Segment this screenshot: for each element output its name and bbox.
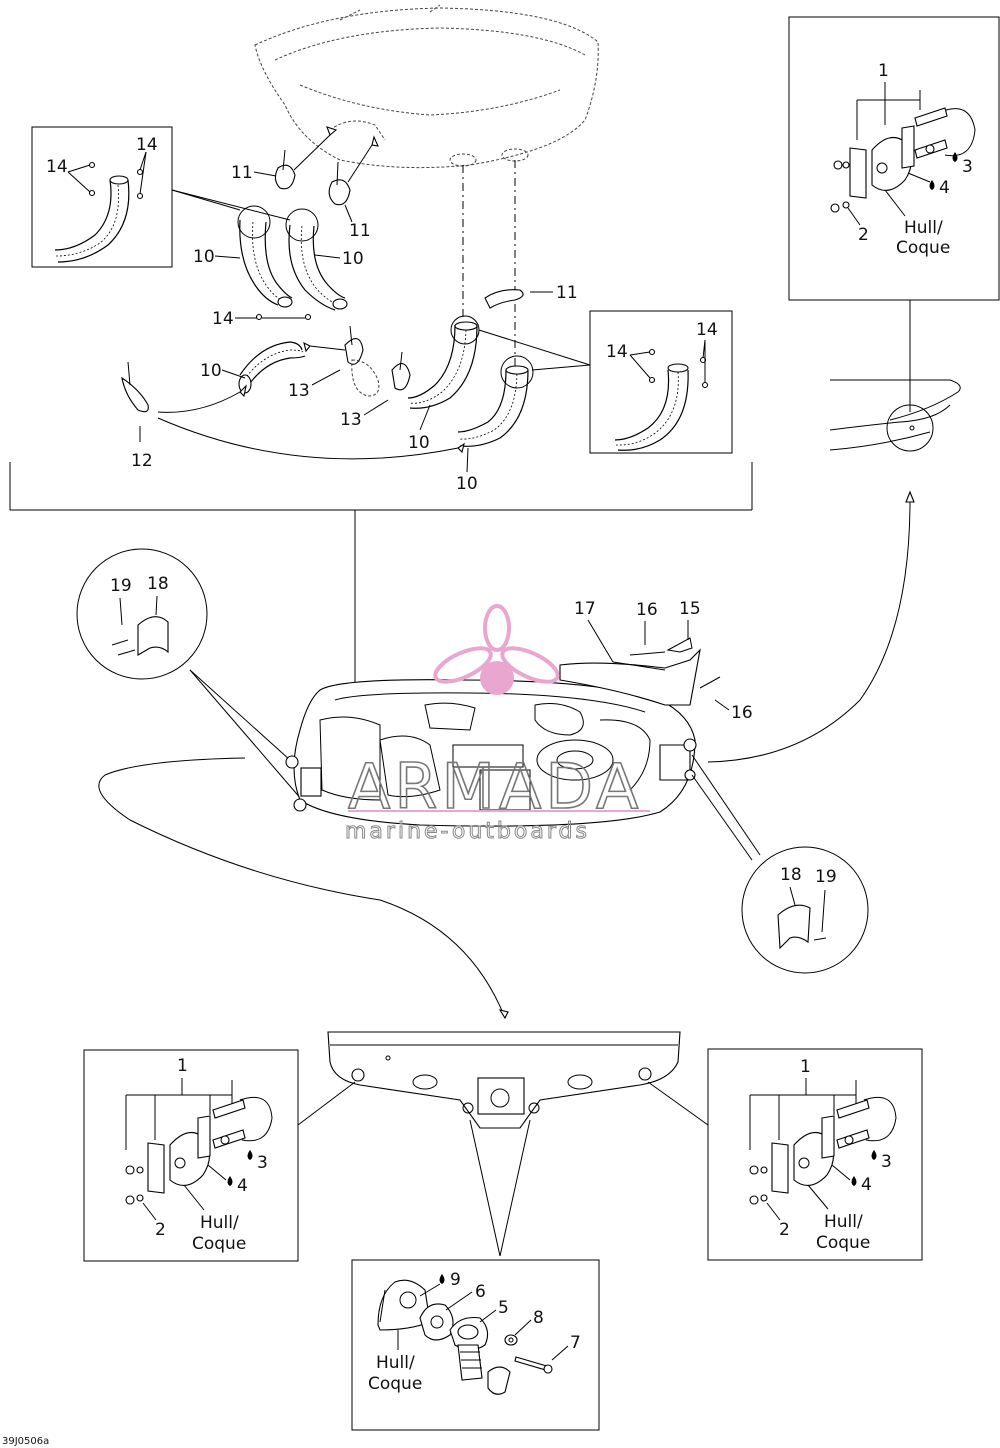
label-10-lower-right: 10	[456, 474, 478, 494]
deck-assembly	[285, 679, 697, 827]
label-16-top: 16	[636, 600, 658, 620]
label-3-tr: 3	[962, 157, 973, 177]
oil-drop-icon	[952, 152, 958, 162]
label-hull-drain: Hull/	[376, 1353, 415, 1373]
label-6: 6	[475, 1282, 486, 1302]
label-18-right: 18	[780, 865, 802, 885]
figure-code: 39J0506a	[2, 1436, 49, 1447]
curve-to-hull-side	[707, 499, 911, 763]
label-18-left: 18	[147, 574, 169, 594]
label-4-br: 4	[861, 1175, 872, 1195]
label-10-lower-mid: 10	[408, 433, 430, 453]
label-19-left: 19	[110, 576, 132, 596]
watermark: ARMADA marine-outboards	[345, 604, 650, 845]
ubolt-detail-box-top-right: 1 2 3 4 Hull/ Coque	[788, 16, 1000, 301]
label-13-lower: 13	[340, 410, 362, 430]
label-hull-br: Hull/	[824, 1212, 863, 1232]
left-detail-circle: 19 18	[76, 548, 303, 801]
ubolt-detail-box-bottom-left: 1 2 3 4 Hull/ Coque	[83, 1049, 299, 1262]
clamp-12: 12	[121, 361, 465, 471]
label-14-right-box-a: 14	[606, 342, 628, 362]
label-11-mid: 11	[349, 221, 371, 241]
lower-hoses: 10 13 13 10 10	[200, 315, 591, 494]
label-5: 5	[498, 1298, 509, 1318]
oil-drop-icon	[929, 180, 935, 190]
label-14-top-box-b: 14	[136, 135, 158, 155]
label-16-bottom: 16	[731, 703, 753, 723]
label-14-upper: 14	[212, 309, 234, 329]
label-coque-bl: Coque	[192, 1234, 246, 1254]
logo-mark-icon	[480, 661, 514, 695]
label-7: 7	[570, 1333, 581, 1353]
label-14-top-box-a: 14	[46, 157, 68, 177]
clamp-11-right: 11	[484, 283, 578, 309]
drain-plug-detail-box: 9 6 5 8 7 Hull/ Coque	[351, 1259, 600, 1431]
oil-drop-icon	[851, 1176, 857, 1186]
watermark-tagline: marine-outboards	[345, 819, 590, 844]
ubolt-detail-box-bottom-right: 1 2 3 4 Hull/ Coque	[707, 1048, 923, 1261]
label-hull-tr: Hull/	[904, 218, 943, 238]
label-10-lower-left: 10	[200, 361, 222, 381]
label-1-bl: 1	[177, 1056, 188, 1076]
curve-to-hull-front	[98, 757, 506, 1019]
oil-drop-icon	[247, 1150, 253, 1160]
label-11-right: 11	[556, 283, 578, 303]
hose-detail-box-right: 14 14	[589, 310, 733, 454]
label-11-left: 11	[231, 163, 253, 183]
label-1-tr: 1	[878, 61, 889, 81]
label-12: 12	[131, 451, 153, 471]
hose-detail-box-left: 14 14	[31, 126, 291, 268]
label-10-upper-left: 10	[193, 247, 215, 267]
label-coque-br: Coque	[816, 1233, 870, 1253]
label-3-br: 3	[881, 1152, 892, 1172]
label-10-upper-right: 10	[342, 249, 364, 269]
label-coque-drain: Coque	[368, 1374, 422, 1394]
oil-drop-icon	[227, 1176, 233, 1186]
label-1-br: 1	[800, 1057, 811, 1077]
label-2-bl: 2	[155, 1220, 166, 1240]
label-4-tr: 4	[939, 178, 950, 198]
label-hull-bl: Hull/	[200, 1213, 239, 1233]
label-4-bl: 4	[237, 1176, 248, 1196]
label-coque-tr: Coque	[896, 238, 950, 258]
label-2-tr: 2	[858, 225, 869, 245]
hull-side-sketch	[829, 379, 961, 452]
label-19-right: 19	[815, 867, 837, 887]
right-detail-circle: 18 19	[691, 754, 869, 974]
watermark-brand: ARMADA	[348, 750, 642, 823]
oil-drop-icon	[439, 1274, 445, 1284]
hull-front-view	[297, 1031, 709, 1257]
clamps-11-top: 11 11	[231, 126, 379, 241]
label-15: 15	[679, 599, 701, 619]
label-2-br: 2	[779, 1220, 790, 1240]
label-13-upper: 13	[288, 381, 310, 401]
label-8: 8	[533, 1308, 544, 1328]
fuel-tank-ghost	[254, 4, 599, 169]
label-9: 9	[450, 1270, 461, 1290]
oil-drop-icon	[871, 1150, 877, 1160]
deck-seal-trim: 17 16 15 16	[559, 599, 753, 723]
label-17: 17	[574, 599, 596, 619]
label-14-right-box-b: 14	[696, 320, 718, 340]
upper-hoses: 10 10 14	[193, 205, 364, 329]
label-3-bl: 3	[257, 1153, 268, 1173]
